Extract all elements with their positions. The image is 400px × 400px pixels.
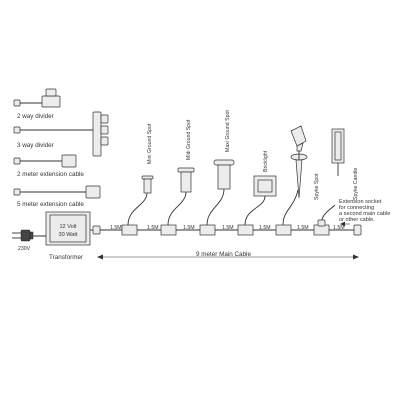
- maxi-ground-spot-icon: [206, 159, 235, 226]
- bricklight-label: Bricklight: [263, 150, 269, 172]
- bricklight-icon: [244, 175, 277, 226]
- two-way-divider-icon: [13, 88, 61, 108]
- transformer-wattage: 30 Watt: [58, 232, 78, 238]
- extension-arrow-icon: [340, 221, 350, 227]
- midi-ground-spot-label: Midi Ground Spot: [186, 119, 192, 160]
- segment-length-label: 1.5M: [183, 225, 195, 231]
- segment-length-label: 1.5M: [147, 225, 159, 231]
- main-cable-length-arrow: [97, 254, 359, 260]
- spyke-candle-icon: [331, 128, 345, 176]
- cable-sockets: [121, 224, 330, 236]
- extension-note-line: a second main cable: [339, 211, 390, 217]
- maxi-ground-spot-label: Maxi Ground Spot: [225, 110, 231, 152]
- mini-ground-spot-label: Mini Ground Spot: [147, 123, 153, 164]
- cable-socket: [121, 224, 138, 236]
- spyke-spot-label: Spyke Spot: [314, 173, 320, 200]
- segment-length-label: 1.5M: [333, 225, 345, 231]
- midi-ground-spot-icon: [167, 167, 195, 226]
- main-cable-length-label: 9 meter Main Cable: [196, 251, 251, 258]
- segment-length-label: 1.5M: [222, 225, 234, 231]
- transformer-voltage: 12 Volt: [59, 224, 77, 230]
- cable-socket: [160, 224, 177, 236]
- cable-socket: [275, 224, 292, 236]
- extension-note-line: or other cable.: [339, 217, 375, 223]
- transformer-caption: Transformer: [49, 254, 83, 261]
- segment-length-label: 1.5M: [297, 225, 309, 231]
- cable-socket: [199, 224, 216, 236]
- mains-plug-icon: [12, 229, 34, 242]
- segment-length-label: 1.5M: [110, 225, 122, 231]
- extension-note-line: Extension socket: [339, 199, 382, 205]
- extension-socket-icon: [317, 204, 336, 227]
- spyke-spot-icon: [282, 125, 308, 226]
- spyke-candle-label: Spyke Candle: [353, 168, 359, 200]
- cable-socket: [313, 224, 330, 236]
- extension-note-line: for connecting: [339, 205, 374, 211]
- cable-end-cap: [353, 224, 362, 236]
- five-meter-extension-cable-icon: [13, 185, 101, 199]
- segment-length-label: 1.5M: [259, 225, 271, 231]
- three-way-divider-icon: [13, 111, 109, 157]
- cable-socket: [237, 224, 254, 236]
- two-way-divider-label: 2 way divider: [17, 113, 54, 120]
- transformer-box: [45, 211, 91, 246]
- two-meter-extension-cable-icon: [13, 154, 77, 168]
- mini-ground-spot-icon: [127, 175, 154, 226]
- three-way-divider-label: 3 way divider: [17, 142, 54, 149]
- five-meter-extension-cable-label: 5 meter extension cable: [17, 201, 84, 208]
- mains-voltage-label: 230V: [18, 246, 31, 252]
- two-meter-extension-cable-label: 2 meter extension cable: [17, 171, 84, 178]
